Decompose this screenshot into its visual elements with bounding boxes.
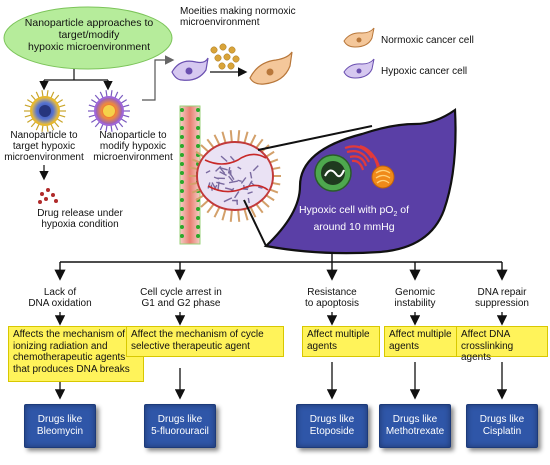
mechanism-tree-connector [54, 252, 508, 281]
hypoxic-cell-label: Hypoxic cell with pO2 of around 10 mmHg [298, 204, 410, 234]
zoom-line-top [257, 125, 373, 151]
small-normoxic-cell-icon [249, 51, 293, 85]
large-hypoxic-cell-icon [263, 107, 457, 255]
moieties-dots-icon [210, 43, 240, 70]
moieties-arrow [142, 55, 175, 101]
zoom-line-bottom [243, 199, 267, 247]
legend-normoxic-label: Normoxic cancer cell [381, 35, 474, 46]
modify-nanoparticle-icon [88, 90, 130, 132]
target-nanoparticle-icon [24, 90, 66, 132]
legend-hypoxic-label: Hypoxic cancer cell [381, 66, 468, 77]
effect-drug-arrows [54, 362, 508, 400]
tumor-mass-icon [189, 130, 281, 222]
cause-effect-arrows [54, 312, 508, 326]
cell-nucleus-icon [314, 154, 352, 192]
drug-release-dots-icon [38, 188, 58, 204]
mitochondria-icon [344, 144, 382, 173]
approaches-ellipse [3, 6, 173, 70]
golgi-icon [371, 165, 395, 189]
approaches-connector [39, 69, 113, 91]
